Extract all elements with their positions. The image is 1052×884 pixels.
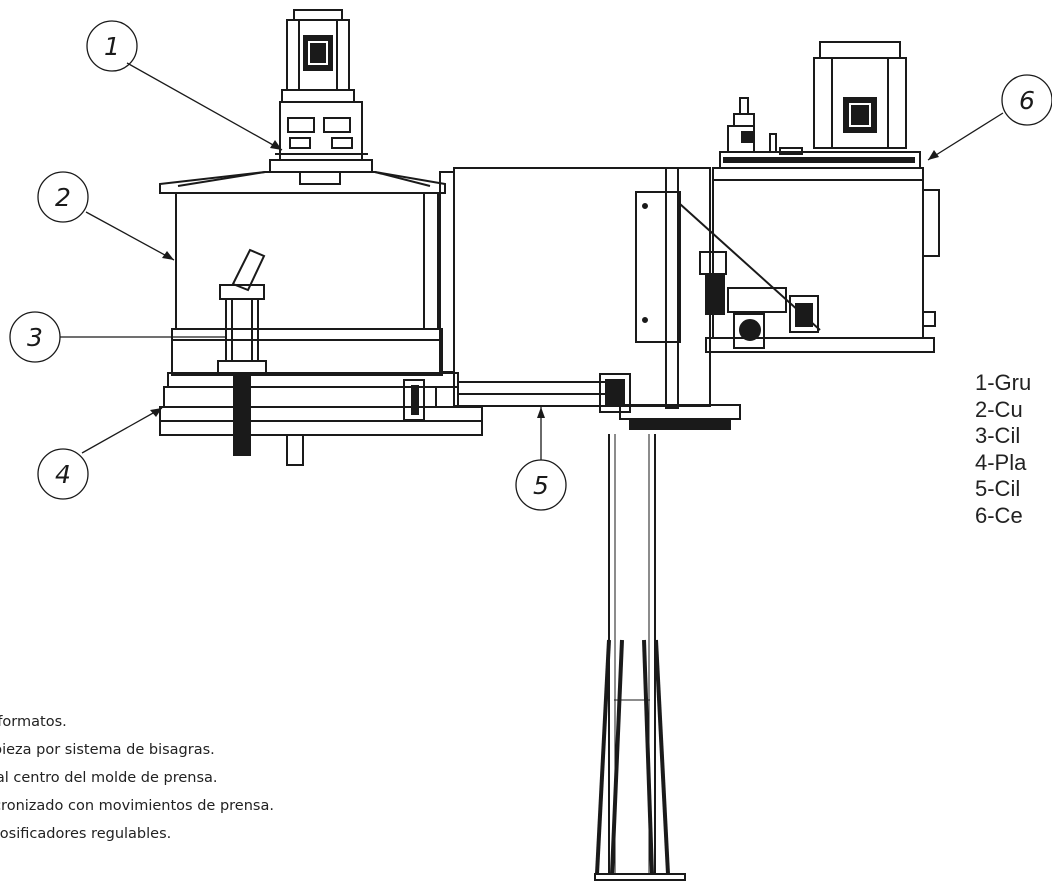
traverse-cylinder <box>457 373 741 430</box>
callout-5-number: 5 <box>533 471 549 500</box>
base-foot <box>594 873 686 881</box>
feature-list: ra todos los formatos. lidad de limpieza… <box>0 708 274 848</box>
gate-cylinder <box>217 248 267 374</box>
callout-1-number: 1 <box>104 32 120 61</box>
feature-item: ra todos los formatos. <box>0 714 67 730</box>
callout-balloons: 1 2 3 4 5 6 <box>9 20 1052 511</box>
callout-3: 3 <box>9 311 61 363</box>
drop-spout <box>286 434 304 466</box>
callout-4: 4 <box>37 448 89 500</box>
dosing-plate <box>159 372 483 466</box>
legend-item: 5-Cil <box>975 476 1021 501</box>
hydraulic-unit <box>679 41 940 353</box>
support-column <box>594 434 686 881</box>
callout-6: 6 <box>1001 74 1052 126</box>
callout-1: 1 <box>86 20 138 72</box>
feature-item: de material al centro del molde de prens… <box>0 770 218 786</box>
legend-item: 2-Cu <box>975 396 1023 422</box>
motor-cap <box>293 9 343 21</box>
feature-item: lidad de limpieza por sistema de bisagra… <box>0 742 215 758</box>
parts-legend: 1-Gru 2-Cu 3-Cil 4-Pla 5-Cil 6-Ce <box>975 370 1031 529</box>
feature-item: amiento sincronizado con movimientos de … <box>0 798 274 814</box>
cross-beam <box>453 167 711 407</box>
motor-base <box>719 151 921 169</box>
frame <box>453 167 711 409</box>
legend-item: 4-Pla <box>975 449 1027 475</box>
callout-2: 2 <box>37 171 89 223</box>
drive-group <box>269 9 373 185</box>
hopper-body <box>175 192 439 330</box>
callout-3-number: 3 <box>27 323 43 352</box>
plate-main <box>159 406 483 422</box>
hopper <box>159 171 455 376</box>
callout-leaders <box>60 62 1004 460</box>
callout-2-number: 2 <box>55 183 71 212</box>
callout-6-number: 6 <box>1019 86 1035 115</box>
cylinder-rod-end <box>231 248 266 292</box>
callout-4-number: 4 <box>55 460 71 489</box>
pump-motor <box>813 57 907 149</box>
callout-5: 5 <box>515 459 567 511</box>
feature-item: d de vasos dosificadores regulables. <box>0 826 172 842</box>
legend-item: 3-Cil <box>975 423 1021 448</box>
legend-item: 1-Gru <box>975 370 1032 395</box>
legend-item: 6-Ce <box>975 502 1023 528</box>
